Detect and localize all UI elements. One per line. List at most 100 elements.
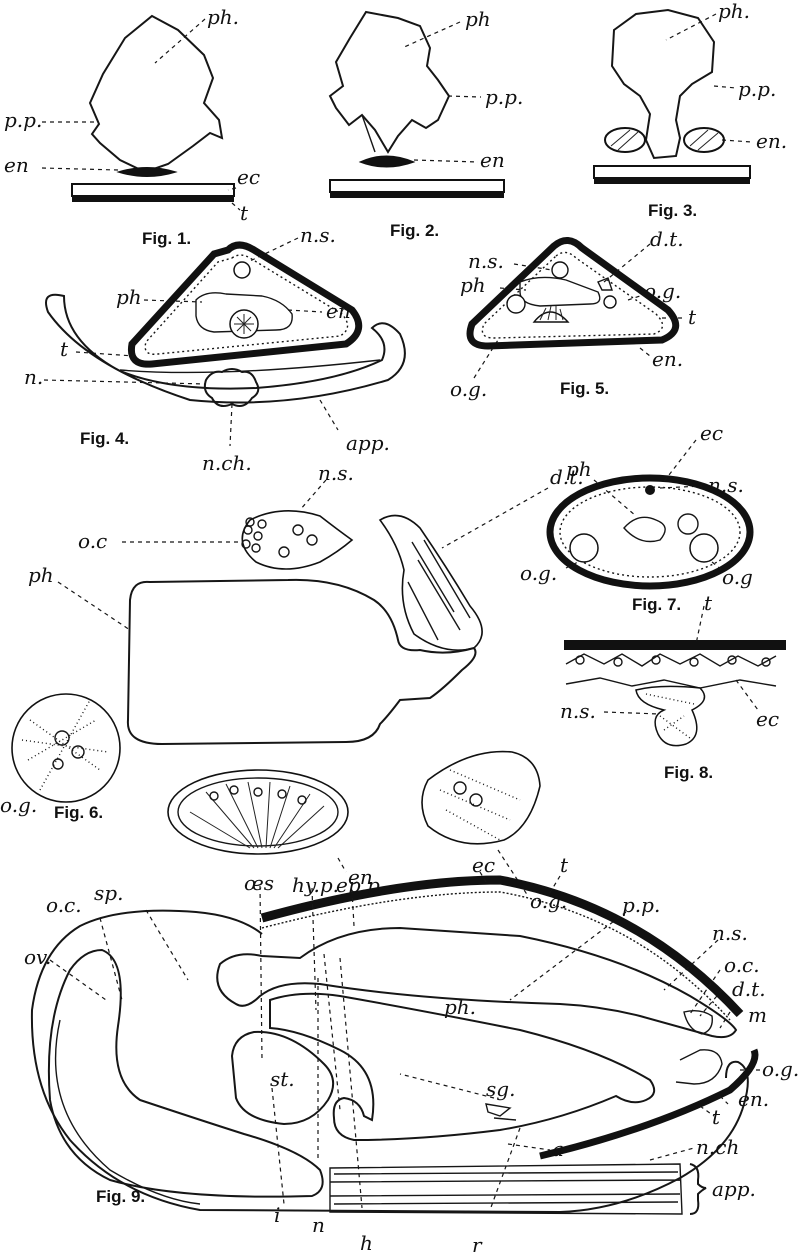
fig9-label-pp: p.p. xyxy=(622,893,660,917)
fig1-label-ec: ec xyxy=(237,165,260,189)
fig3-label-ph: ph. xyxy=(718,0,750,23)
fig4-label-t: t xyxy=(60,337,69,361)
fig8-test xyxy=(564,640,786,650)
fig7-nerve xyxy=(645,485,655,495)
fig9-label-t-bottom: t xyxy=(712,1105,721,1129)
fig8-label-ns: n.s. xyxy=(560,699,596,723)
figure-7: ec ph n.s. o.g. o.g Fig. 7. xyxy=(520,421,753,614)
fig9-nerve xyxy=(684,1011,712,1034)
fig8-ectoderm xyxy=(566,654,776,688)
figure-8: t n.s. ec Fig. 8. xyxy=(560,591,786,782)
fig9-endostyle-duct xyxy=(676,1050,722,1084)
fig3-ectoderm xyxy=(594,166,750,178)
fig5-label-ns: n.s. xyxy=(468,249,504,273)
fig1-ectoderm xyxy=(72,184,234,196)
fig9-label-h: h xyxy=(360,1231,373,1255)
fig1-label-en: en xyxy=(4,153,29,177)
fig8-nerve-system xyxy=(636,686,705,745)
fig7-label-og-left: o.g. xyxy=(520,561,557,585)
fig7-label-ec: ec xyxy=(700,421,723,445)
fig6-ganglion-left xyxy=(12,694,120,802)
fig9-label-sg: sg. xyxy=(486,1077,515,1101)
fig7-ganglion-left xyxy=(570,534,598,562)
fig4-label-app: app. xyxy=(346,431,390,455)
fig1-pharynx xyxy=(90,16,222,172)
fig9-label-oes: œs xyxy=(244,871,274,895)
fig7-pharynx xyxy=(624,517,665,541)
figure-6: n.s. d.t. o.c ph o.g. en o.g. Fig. 6. xyxy=(0,461,584,913)
fig2-pharynx xyxy=(330,12,449,152)
fig9-label-n: n xyxy=(312,1213,325,1237)
fig1-label-t: t xyxy=(240,201,249,225)
fig9-label-oc: o.c. xyxy=(46,893,82,917)
fig5-caption: Fig. 5. xyxy=(560,379,609,398)
fig7-ganglion-right xyxy=(690,534,718,562)
fig9-label-hyp: hy.p. xyxy=(292,873,339,897)
fig5-label-dt: d.t. xyxy=(650,227,684,251)
fig9-label-r: r xyxy=(472,1233,483,1257)
fig1-label-pp: p.p. xyxy=(4,108,42,132)
fig9-label-app: app. xyxy=(712,1177,756,1201)
fig1-label-ph: ph. xyxy=(207,5,239,29)
fig5-nerve xyxy=(552,262,568,278)
figure-4: n.s. ph en t n. n.ch. app. Fig. 4. xyxy=(24,223,405,475)
fig6-label-og-left: o.g. xyxy=(0,793,37,817)
fig9-label-og: o.g. xyxy=(762,1057,799,1081)
fig9-label-en: en. xyxy=(738,1087,769,1111)
fig9-brace xyxy=(690,1164,706,1214)
fig2-ectoderm xyxy=(330,180,504,192)
figure-5: n.s. d.t. ph o.g. t o.g. en. Fig. 5. xyxy=(450,227,697,401)
fig4-nerve xyxy=(234,262,250,278)
fig2-label-en: en xyxy=(480,148,505,172)
fig7-label-ph: ph xyxy=(566,457,592,481)
figure-2: ph p.p. en Fig. 2. xyxy=(330,7,523,240)
fig9-caption: Fig. 9. xyxy=(96,1187,145,1206)
fig9-label-i: i xyxy=(274,1203,280,1227)
fig5-label-t: t xyxy=(688,305,697,329)
fig2-label-ph: ph xyxy=(465,7,491,31)
fig6-caption: Fig. 6. xyxy=(54,803,103,822)
fig1-test xyxy=(72,196,234,202)
fig8-caption: Fig. 8. xyxy=(664,763,713,782)
fig5-ganglion-left xyxy=(507,295,525,313)
fig9-label-ns: n.s. xyxy=(712,921,748,945)
fig9-label-oc-right: o.c. xyxy=(724,953,760,977)
fig5-label-en: en. xyxy=(652,347,683,371)
figure-3: ph. p.p. en. Fig. 3. xyxy=(594,0,787,220)
fig5-endoderm xyxy=(534,312,568,322)
fig3-caption: Fig. 3. xyxy=(648,201,697,220)
fig3-label-en: en. xyxy=(756,129,787,153)
fig9-label-dt: d.t. xyxy=(732,977,766,1001)
fig8-label-t: t xyxy=(704,591,713,615)
fig4-label-en: en xyxy=(326,299,351,323)
fig2-test xyxy=(330,192,504,198)
fig9-label-ec: ec xyxy=(472,853,495,877)
fig9-label-ph: ph. xyxy=(444,995,476,1019)
fig7-label-og-right: o.g xyxy=(722,565,753,589)
fig2-label-pp: p.p. xyxy=(485,85,523,109)
fig9-test-dorsal xyxy=(262,880,740,1014)
fig2-endoderm xyxy=(360,156,414,167)
fig9-appendix xyxy=(330,1164,682,1214)
fig5-label-ph: ph xyxy=(460,273,486,297)
fig5-ganglion-right xyxy=(604,296,616,308)
fig5-duct xyxy=(598,278,612,290)
fig5-pharynx xyxy=(520,277,600,306)
fig7-label-ns: n.s. xyxy=(708,473,744,497)
fig2-caption: Fig. 2. xyxy=(390,221,439,240)
fig9-label-ov: ov. xyxy=(24,945,51,969)
fig5-body-inner xyxy=(482,252,662,338)
fig3-test xyxy=(594,178,750,184)
fig9-label-a: a xyxy=(552,1137,564,1161)
fig9-label-epp: ep.p. xyxy=(336,873,386,897)
fig8-label-ec: ec xyxy=(756,707,779,731)
fig4-label-n: n. xyxy=(24,365,43,389)
fig1-endoderm xyxy=(118,168,176,177)
fig9-notochord xyxy=(334,1172,678,1204)
fig1-caption: Fig. 1. xyxy=(142,229,191,248)
fig3-endoderm-right xyxy=(684,128,724,152)
fig7-caption: Fig. 7. xyxy=(632,595,681,614)
fig3-endoderm-left xyxy=(605,128,645,152)
fig9-label-sp: sp. xyxy=(94,881,123,905)
